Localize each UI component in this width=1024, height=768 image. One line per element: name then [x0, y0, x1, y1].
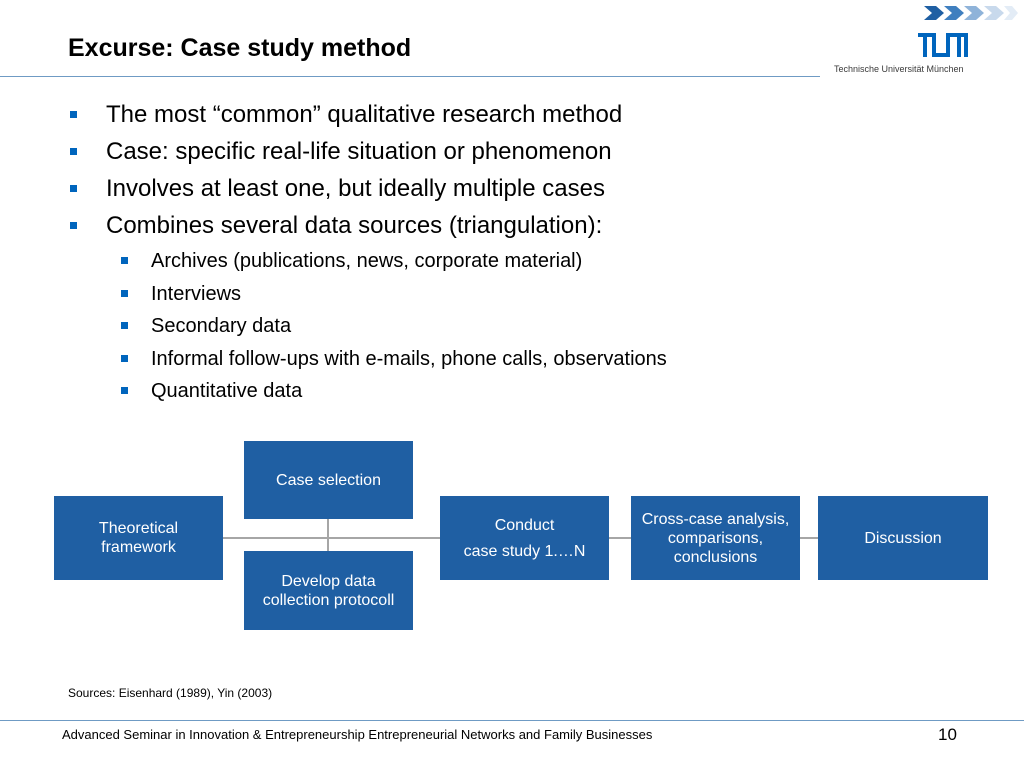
step-theoretical-framework: Theoretical framework	[54, 496, 223, 580]
step-discussion: Discussion	[818, 496, 988, 580]
university-name: Technische Universität München	[834, 64, 964, 74]
page-number: 10	[938, 725, 957, 744]
chevron-arrows-icon	[924, 6, 1018, 20]
sources-note: Sources: Eisenhard (1989), Yin (2003)	[68, 686, 273, 700]
square-bullet-icon	[70, 148, 77, 155]
square-bullet-icon	[121, 257, 128, 264]
sub-bullet-item: Interviews	[113, 281, 667, 314]
bullet-item: The most “common” qualitative research m…	[68, 100, 667, 137]
tum-wordmark-icon	[918, 33, 968, 57]
step-case-selection: Case selection	[244, 441, 413, 519]
slide-title: Excurse: Case study method	[68, 34, 412, 62]
bullet-item: Combines several data sources (triangula…	[68, 211, 667, 248]
sub-bullet-item: Archives (publications, news, corporate …	[113, 248, 667, 281]
sub-bullet-item: Secondary data	[113, 313, 667, 346]
tum-logo	[918, 6, 1018, 57]
square-bullet-icon	[121, 322, 128, 329]
square-bullet-icon	[121, 354, 128, 362]
step-cross-case-analysis: Cross-case analysis, comparisons, conclu…	[631, 496, 800, 580]
footer-divider	[0, 720, 1024, 721]
square-bullet-icon	[121, 289, 128, 297]
bullet-item: Case: specific real-life situation or ph…	[68, 137, 667, 174]
title-divider	[0, 76, 820, 77]
square-bullet-icon	[70, 185, 77, 192]
bullet-item: Involves at least one, but ideally multi…	[68, 174, 667, 211]
sub-bullet-item: Informal follow-ups with e-mails, phone …	[113, 346, 667, 379]
footer-text: Advanced Seminar in Innovation & Entrepr…	[62, 727, 653, 742]
square-bullet-icon	[121, 387, 128, 394]
square-bullet-icon	[70, 222, 77, 229]
step-conduct-case-study: Conduct case study 1.…N	[440, 496, 609, 580]
bullet-list: The most “common” qualitative research m…	[68, 100, 667, 411]
step-develop-protocol: Develop data collection protocoll	[244, 551, 413, 630]
sub-bullet-item: Quantitative data	[113, 378, 667, 411]
square-bullet-icon	[70, 111, 77, 118]
